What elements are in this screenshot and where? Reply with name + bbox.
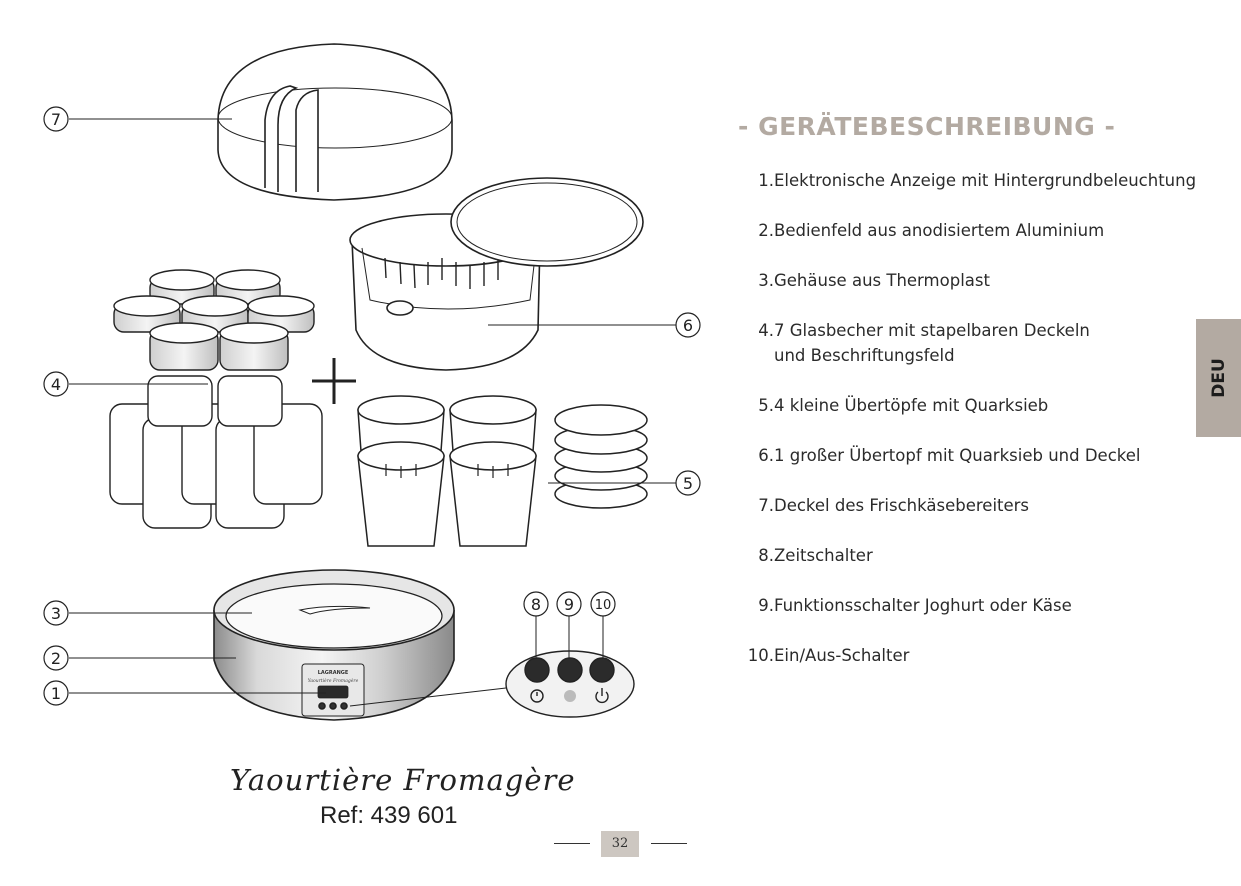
list-item: 9. Funktionsschalter Joghurt oder Käse [726, 593, 1204, 618]
item-number: 4. [758, 321, 774, 340]
item-number: 10. [747, 646, 774, 665]
glass-jars [109, 269, 323, 529]
item-text: Gehäuse aus Thermoplast [774, 271, 990, 290]
svg-text:9: 9 [564, 595, 574, 614]
item-text: Deckel des Frischkäsebereiters [774, 496, 1030, 515]
list-item: 1. Elektronische Anzeige mit Hintergrund… [726, 168, 1204, 193]
item-number: 8. [758, 546, 774, 565]
item-number: 2. [758, 221, 774, 240]
item-text: 4 kleine Übertöpfe mit Quarksieb [774, 396, 1049, 415]
svg-text:8: 8 [531, 595, 541, 614]
item-number: 6. [758, 446, 774, 465]
footer-rule-right [651, 843, 687, 844]
svg-text:4: 4 [51, 375, 61, 394]
svg-text:1: 1 [51, 684, 61, 703]
svg-text:7: 7 [51, 110, 61, 129]
callout-leader-lines [69, 118, 676, 707]
base-unit [213, 569, 455, 721]
callout-7: 7 [43, 106, 69, 132]
callout-5: 5 [675, 470, 701, 496]
list-item: 6. 1 großer Übertopf mit Quarksieb und D… [726, 443, 1204, 468]
callout-6: 6 [675, 312, 701, 338]
item-text: Ein/Aus-Schalter [774, 646, 910, 665]
plus-sign [312, 358, 356, 404]
section-title: - GERÄTEBESCHREIBUNG - [738, 112, 1116, 141]
item-text: Funktionsschalter Joghurt oder Käse [774, 596, 1072, 615]
svg-text:6: 6 [683, 316, 693, 335]
small-strainer-pots [357, 395, 648, 547]
page-footer: 32 [554, 830, 688, 858]
list-item: 5. 4 kleine Übertöpfe mit Quarksieb [726, 393, 1204, 418]
callout-4: 4 [43, 371, 69, 397]
item-number: 1. [758, 171, 774, 190]
device-model: Yaourtière Fromagère [308, 677, 359, 684]
control-panel-closeup [505, 650, 635, 718]
callout-8: 8 [523, 591, 549, 617]
item-number: 5. [758, 396, 774, 415]
language-tab: DEU [1196, 319, 1241, 437]
callout-3: 3 [43, 600, 69, 626]
svg-text:10: 10 [595, 598, 612, 613]
page-number: 32 [601, 831, 639, 857]
list-item: 4. 7 Glasbecher mit stapelbaren Deckeln … [726, 318, 1204, 368]
device-brand: LAGRANGE [318, 670, 349, 676]
item-text: Elektronische Anzeige mit Hintergrundbel… [774, 171, 1197, 190]
product-illustration: 7 4 6 5 3 2 1 8 9 10 LAGRANGE Yaourtière… [43, 43, 701, 721]
list-item: 2. Bedienfeld aus anodisiertem Aluminium [726, 218, 1204, 243]
item-number: 9. [758, 596, 774, 615]
item-number: 7. [758, 496, 774, 515]
svg-text:5: 5 [683, 474, 693, 493]
callout-1: 1 [43, 680, 69, 706]
list-item: 7. Deckel des Frischkäsebereiters [726, 493, 1204, 518]
callout-2: 2 [43, 645, 69, 671]
item-number: 3. [758, 271, 774, 290]
product-name: Yaourtière Fromagère [230, 763, 576, 797]
item-text: Bedienfeld aus anodisiertem Aluminium [774, 221, 1105, 240]
item-text: 1 großer Übertopf mit Quarksieb und Deck… [774, 446, 1141, 465]
list-item: 8. Zeitschalter [726, 543, 1204, 568]
large-strainer-pot [349, 177, 644, 371]
product-reference: Ref: 439 601 [320, 802, 458, 829]
callout-9: 9 [556, 591, 582, 617]
callout-10: 10 [590, 591, 616, 617]
footer-rule-left [554, 843, 590, 844]
item-text: 7 Glasbecher mit stapelbaren Deckeln [774, 321, 1090, 340]
item-text-continued: und Beschriftungsfeld [774, 346, 955, 365]
svg-text:3: 3 [51, 604, 61, 623]
list-item: 3. Gehäuse aus Thermoplast [726, 268, 1204, 293]
svg-text:2: 2 [51, 649, 61, 668]
list-item: 10. Ein/Aus-Schalter [726, 643, 1204, 668]
language-tab-label: DEU [1208, 358, 1229, 398]
dome-lid [217, 43, 453, 201]
item-text: Zeitschalter [774, 546, 873, 565]
